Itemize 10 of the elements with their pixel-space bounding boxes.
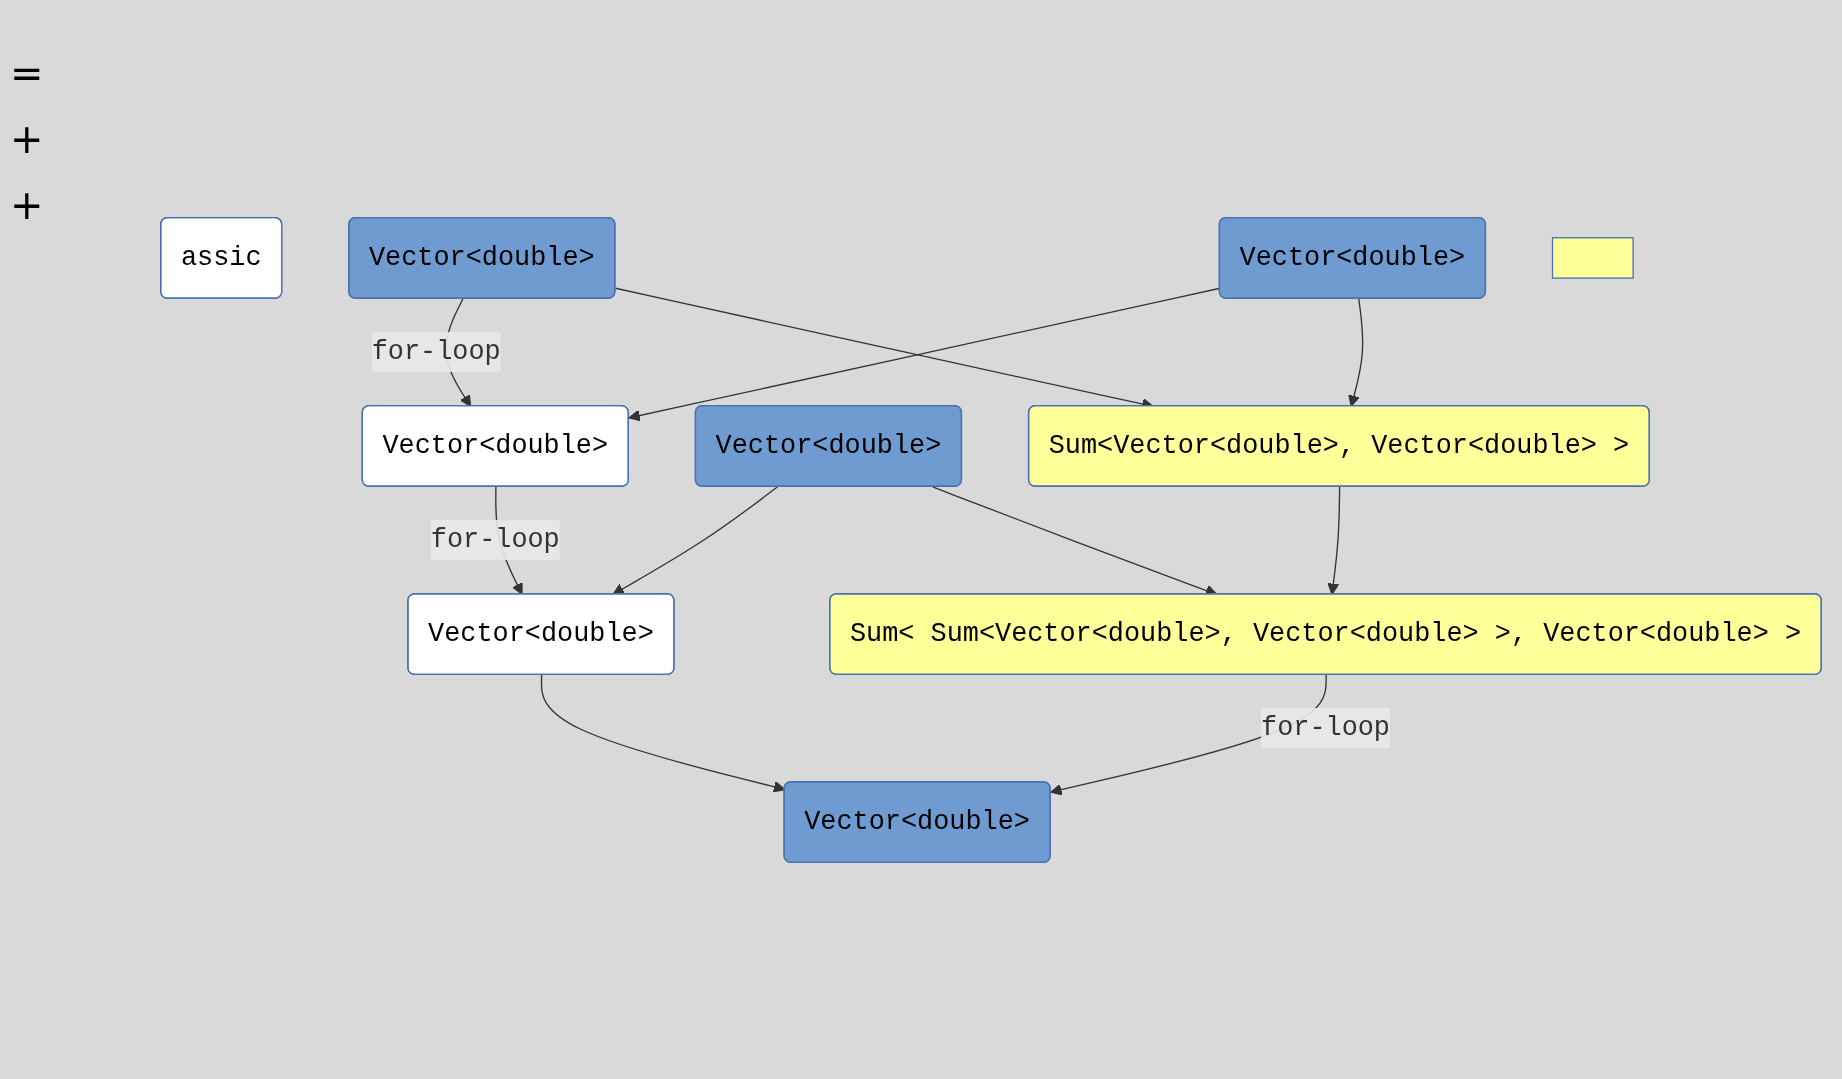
edge-label: for-loop bbox=[430, 523, 560, 555]
edge-label: for-loop bbox=[1261, 711, 1390, 743]
arrow bbox=[1348, 297, 1364, 407]
node-box bbox=[1551, 236, 1634, 279]
operator-sign: + bbox=[10, 116, 45, 162]
arrow bbox=[612, 485, 778, 595]
operator-sign: = bbox=[10, 50, 45, 96]
operator-sign: + bbox=[10, 182, 45, 228]
edge-label: for-loop bbox=[371, 335, 501, 367]
arrow bbox=[1327, 485, 1341, 595]
